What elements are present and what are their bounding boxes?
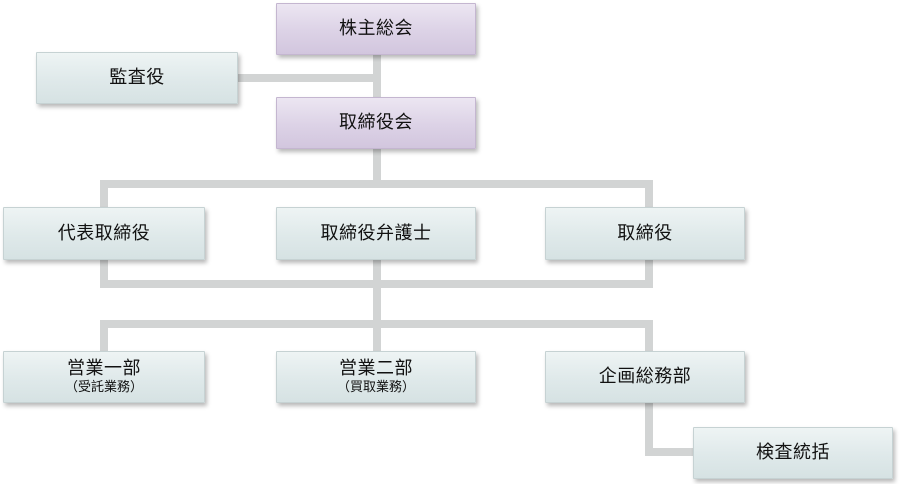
representative-director-box: 代表取締役: [3, 207, 205, 260]
sales-dept-2-sublabel: （買取業務）: [336, 380, 415, 395]
representative-director-label: 代表取締役: [57, 222, 151, 244]
director-attorney-label: 取締役弁護士: [320, 222, 432, 244]
connector-dept-planning: [645, 320, 653, 352]
sales-dept-2-label: 営業二部: [339, 358, 413, 379]
inspection-supervision-box: 検査統括: [693, 427, 893, 479]
connector-directors-to-depts: [373, 260, 381, 328]
auditor-box: 監査役: [36, 52, 238, 104]
sales-dept-1-box: 営業一部 （受託業務）: [3, 351, 205, 403]
connector-planning-inspection-horizontal: [645, 448, 695, 456]
planning-general-affairs-box: 企画総務部: [545, 351, 745, 403]
shareholders-meeting-box: 株主総会: [276, 3, 476, 55]
connector-dept-1: [100, 320, 108, 352]
connector-board-down: [373, 148, 381, 184]
connector-dept-2: [373, 320, 381, 352]
auditor-label: 監査役: [109, 67, 165, 88]
connector-directors-top-bar: [100, 180, 653, 188]
connector-planning-inspection-vertical: [645, 402, 653, 456]
inspection-supervision-label: 検査統括: [756, 442, 830, 463]
board-of-directors-box: 取締役会: [276, 97, 476, 149]
connector-auditor: [238, 74, 378, 82]
director-label: 取締役: [617, 222, 673, 244]
sales-dept-2-box: 営業二部 （買取業務）: [276, 351, 476, 403]
director-box: 取締役: [545, 207, 745, 260]
sales-dept-1-sublabel: （受託業務）: [64, 380, 143, 395]
sales-dept-1-label: 営業一部: [67, 358, 141, 379]
board-of-directors-label: 取締役会: [339, 112, 413, 133]
director-attorney-box: 取締役弁護士: [276, 207, 476, 260]
shareholders-meeting-label: 株主総会: [339, 18, 413, 39]
planning-general-affairs-label: 企画総務部: [598, 366, 692, 387]
